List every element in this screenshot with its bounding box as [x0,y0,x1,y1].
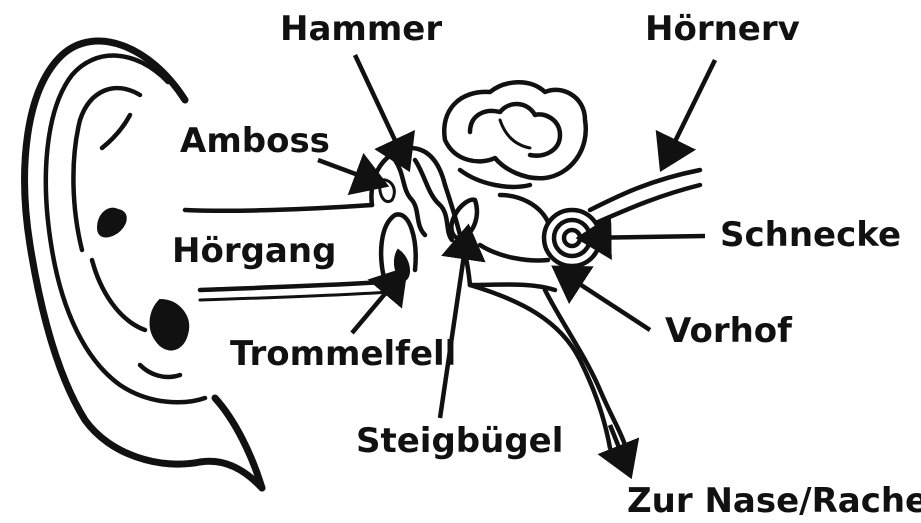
zur-nase-arrow [597,424,640,480]
schnecke-arrow [575,214,706,260]
hammer-arrow [352,54,415,173]
label-schnecke: Schnecke [720,215,901,255]
label-steigbuegel: Steigbügel [356,421,563,461]
hoernerv-arrow [655,59,718,173]
diagram-labels: Hammer Hörnerv Amboss Schnecke Hörgang V… [172,9,921,521]
trommelfell-arrow [350,266,408,335]
steigbuegel-arrow [437,223,486,419]
inner-ear [441,80,703,293]
label-hoergang: Hörgang [172,231,336,271]
label-hammer: Hammer [280,9,442,49]
label-zur-nase: Zur Nase/Rachen [627,481,921,521]
pointer-arrows [317,54,718,480]
label-trommelfell: Trommelfell [230,334,456,374]
eustachian-tube [467,282,628,451]
amboss-arrow [317,152,390,196]
label-hoernerv: Hörnerv [645,9,800,49]
label-amboss: Amboss [180,121,330,161]
vorhof-arrow [551,265,652,332]
outer-ear [21,37,266,492]
label-vorhof: Vorhof [665,311,793,351]
